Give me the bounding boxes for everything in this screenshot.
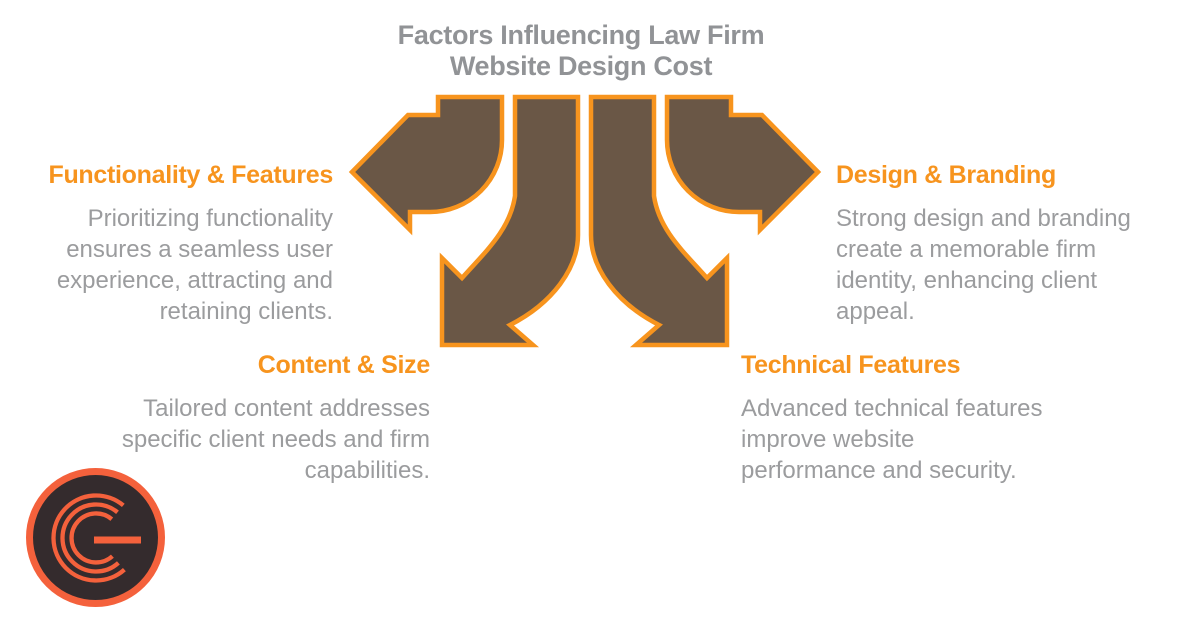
brand-g-icon <box>50 492 141 583</box>
split-arrow-down-left-icon <box>439 94 581 348</box>
split-arrow-left-icon <box>348 94 505 236</box>
factor-heading-functionality-features: Functionality & Features <box>48 161 333 189</box>
split-arrow-right-icon <box>664 94 822 236</box>
factor-heading-design-branding: Design & Branding <box>836 161 1056 189</box>
factor-body-design-branding: Strong design and branding create a memo… <box>836 205 1131 325</box>
split-arrow-down-right-icon <box>588 94 730 348</box>
factor-body-content-size: Tailored content addresses specific clie… <box>121 395 430 484</box>
factor-heading-technical-features: Technical Features <box>741 351 961 379</box>
factor-body-technical-features: Advanced technical features improve webs… <box>741 395 1043 484</box>
factor-heading-content-size: Content & Size <box>257 351 431 379</box>
page-title: Factors Influencing Law Firm Website Des… <box>397 20 765 81</box>
factor-body-functionality-features: Prioritizing functionality ensures a sea… <box>56 205 333 325</box>
brand-logo <box>26 468 165 607</box>
